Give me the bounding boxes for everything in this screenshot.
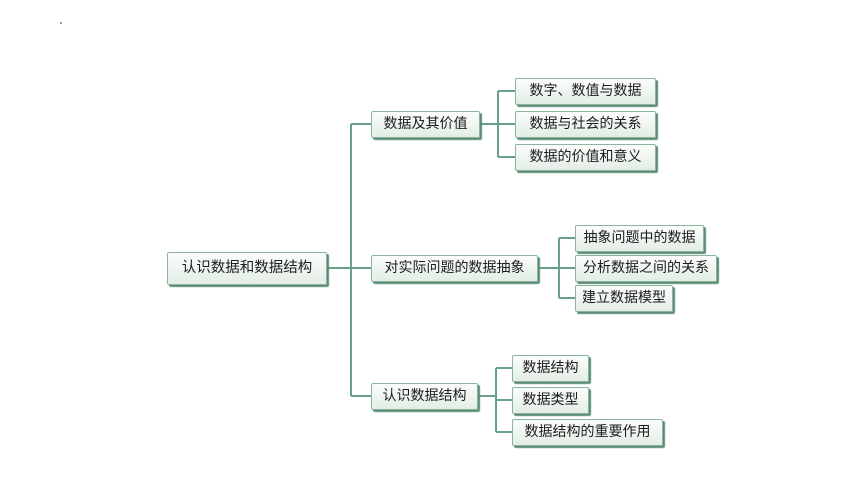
leaf-node-label: 数字、数值与数据 — [529, 83, 642, 99]
leaf-node-abstract-problem-data[interactable]: 抽象问题中的数据 — [575, 225, 704, 252]
branch-node-label: 数据及其价值 — [383, 116, 468, 132]
leaf-node-label: 数据的价值和意义 — [529, 149, 642, 165]
leaf-node-build-model[interactable]: 建立数据模型 — [575, 285, 673, 312]
branch-node-data-abstraction[interactable]: 对实际问题的数据抽象 — [371, 255, 538, 282]
leaf-node-label: 数据类型 — [522, 392, 579, 408]
leaf-node-label: 数据与社会的关系 — [529, 116, 642, 132]
leaf-node-digits-values-data[interactable]: 数字、数值与数据 — [515, 78, 656, 105]
leaf-node-analyze-relations[interactable]: 分析数据之间的关系 — [575, 255, 717, 282]
leaf-node-label: 数据结构的重要作用 — [524, 424, 651, 440]
branch-node-data-value[interactable]: 数据及其价值 — [371, 111, 480, 138]
leaf-node-data-value-meaning[interactable]: 数据的价值和意义 — [515, 144, 656, 171]
leaf-node-data-type[interactable]: 数据类型 — [512, 387, 589, 414]
leaf-node-label: 建立数据模型 — [582, 290, 666, 306]
leaf-node-data-structure[interactable]: 数据结构 — [512, 355, 589, 382]
leaf-node-label: 数据结构 — [522, 360, 579, 376]
leaf-node-label: 分析数据之间的关系 — [583, 260, 709, 276]
stray-dot — [60, 22, 62, 24]
leaf-node-label: 抽象问题中的数据 — [583, 230, 696, 246]
leaf-node-structure-importance[interactable]: 数据结构的重要作用 — [512, 419, 663, 446]
root-node-label: 认识数据和数据结构 — [181, 260, 313, 276]
branch-node-label: 认识数据结构 — [382, 388, 467, 404]
root-node[interactable]: 认识数据和数据结构 — [167, 252, 327, 285]
branch-node-data-structure[interactable]: 认识数据结构 — [371, 383, 478, 410]
leaf-node-data-society[interactable]: 数据与社会的关系 — [515, 111, 656, 138]
branch-node-label: 对实际问题的数据抽象 — [384, 260, 525, 276]
